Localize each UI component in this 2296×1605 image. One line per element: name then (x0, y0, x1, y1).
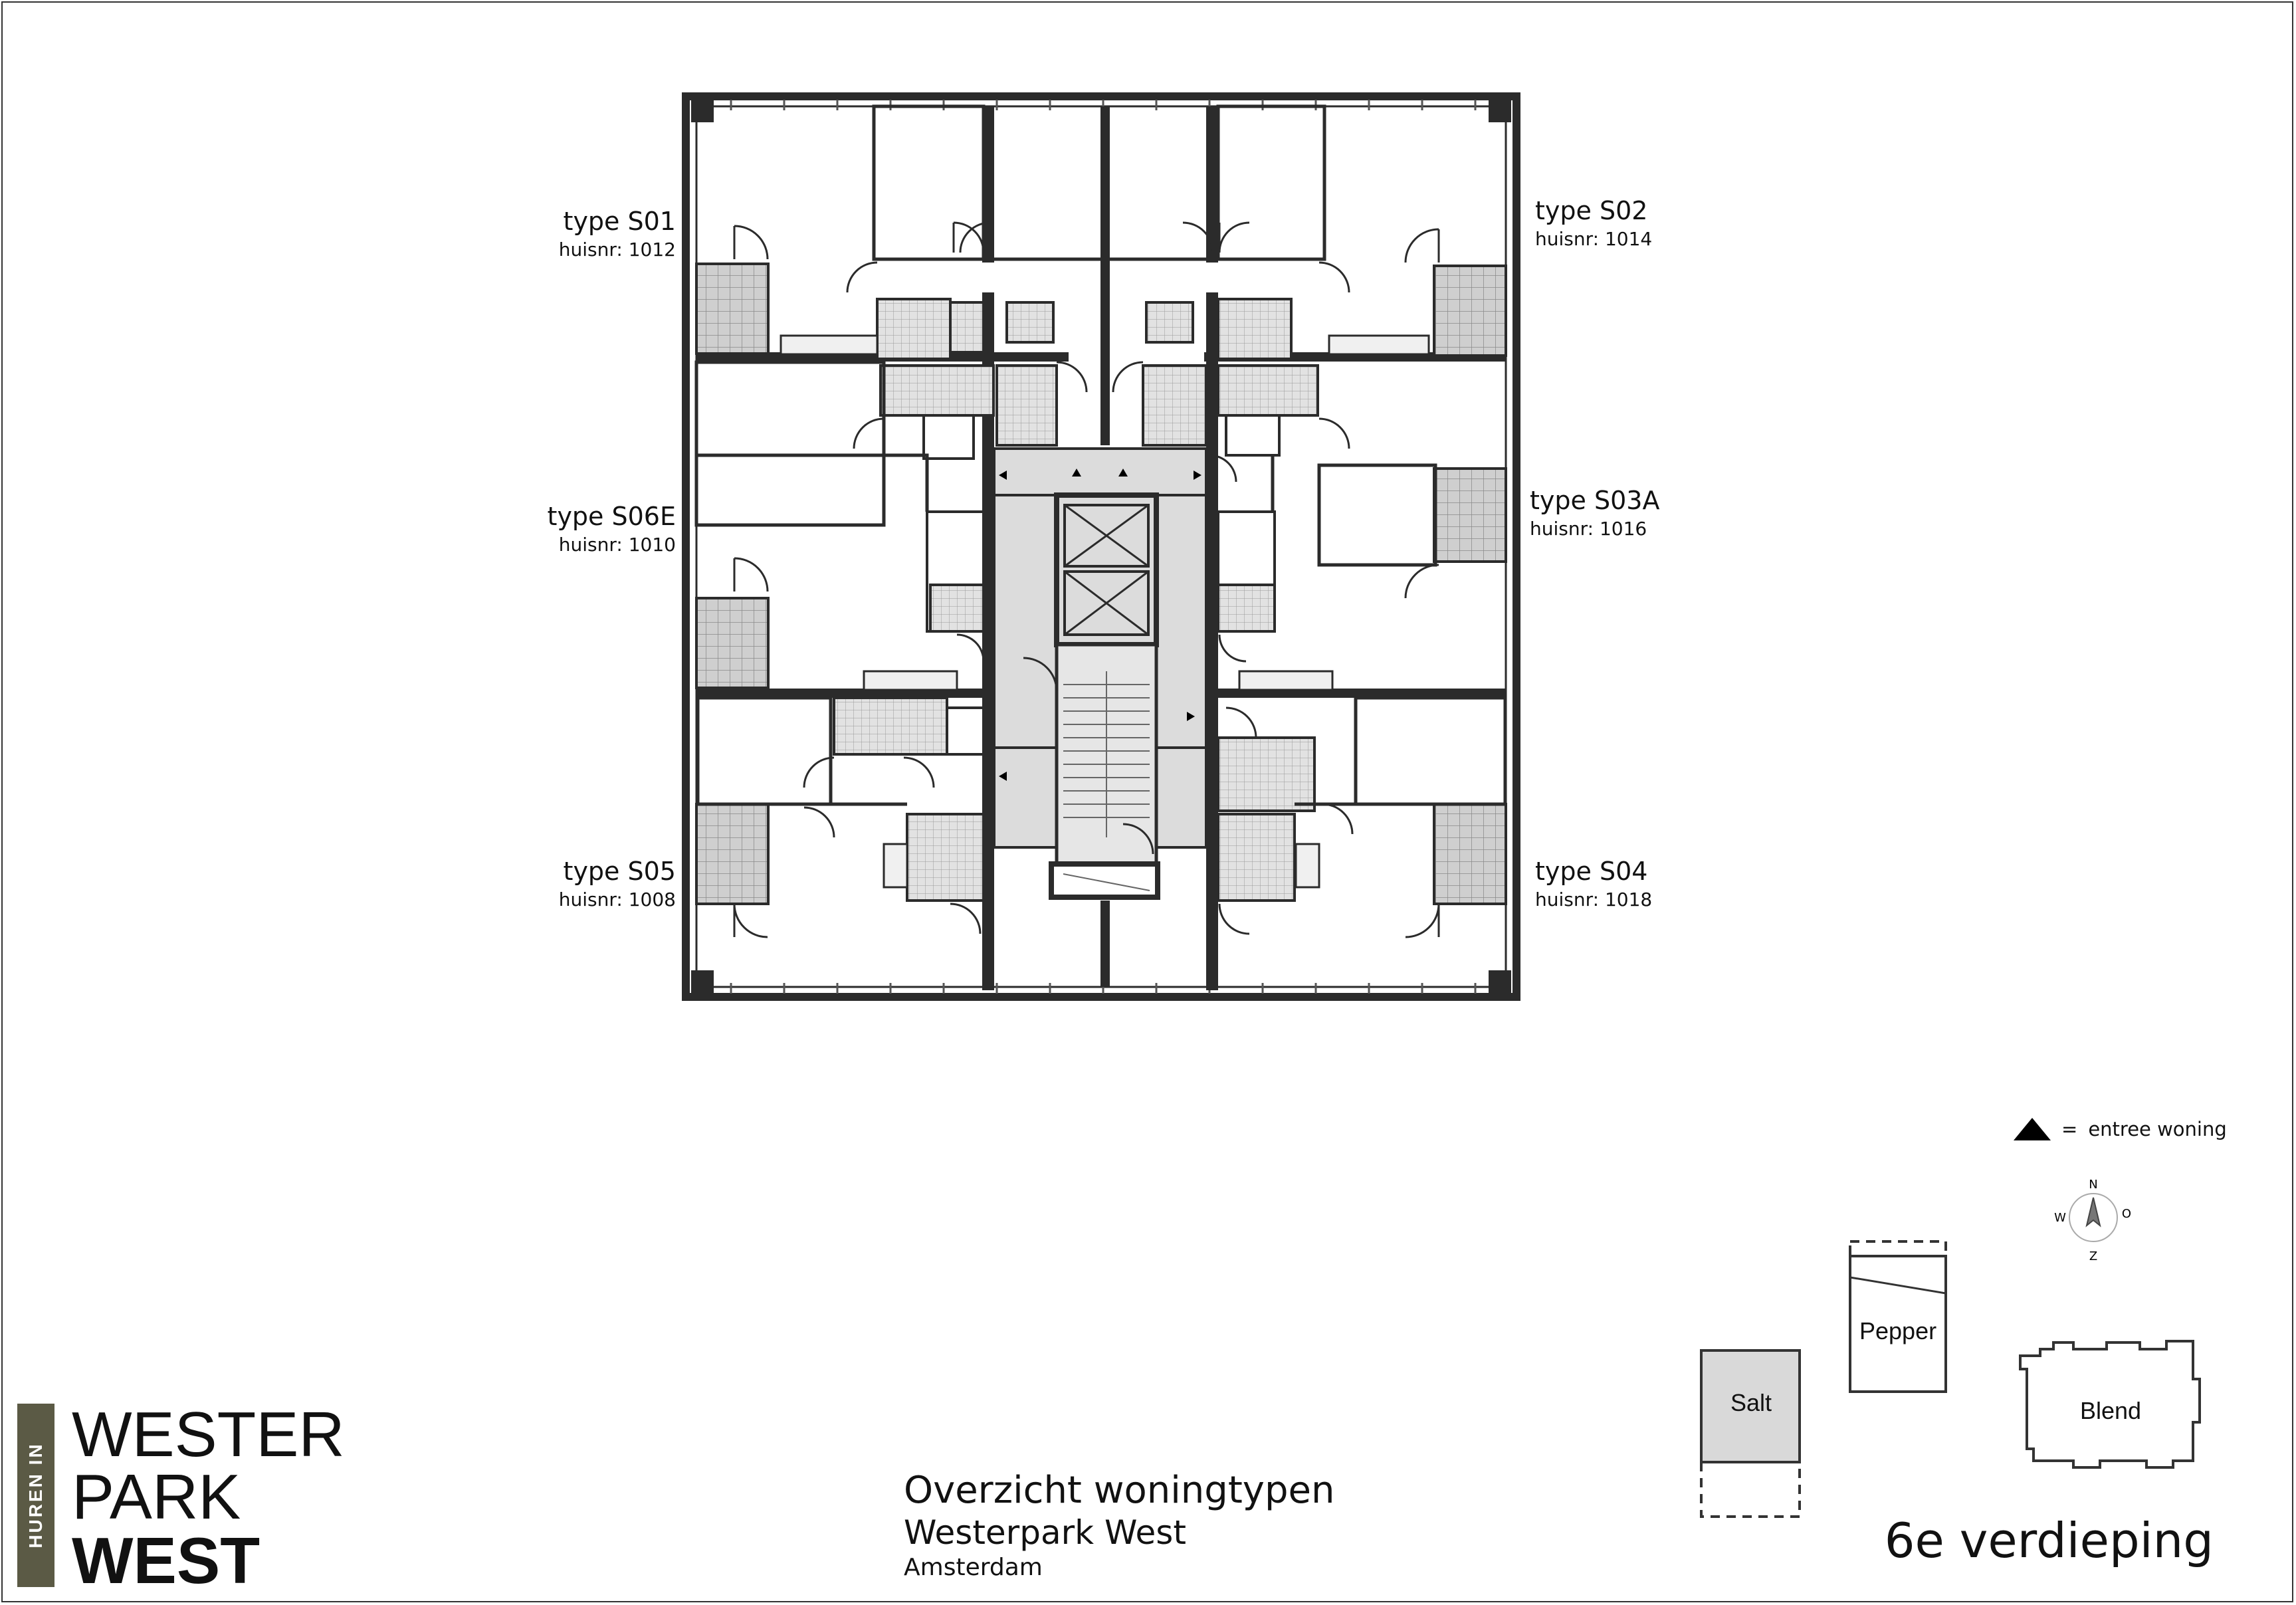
unit-type: type S03A (1530, 486, 1660, 515)
unit-type: type S04 (1535, 857, 1648, 886)
partitions (694, 104, 1507, 806)
unit-label-s05: type S05 huisnr: 1008 (559, 856, 676, 913)
caption-title: Overzicht woningtypen (904, 1469, 1335, 1512)
label-salt: Salt (1730, 1389, 1772, 1416)
compass-n: N (2089, 1178, 2097, 1192)
core (993, 447, 1207, 900)
legend-text: entree woning (2088, 1118, 2227, 1140)
unit-type: type S05 (563, 857, 676, 886)
unit-type: type S01 (563, 207, 676, 236)
unit-type: type S06E (547, 502, 676, 531)
logo-bar: HUREN IN (17, 1404, 54, 1587)
unit-huisnr: huisnr: 1008 (558, 889, 676, 910)
caption: Overzicht woningtypen Westerpark West Am… (904, 1469, 1334, 1583)
logo-line3: WEST (72, 1524, 261, 1597)
label-blend: Blend (2080, 1397, 2142, 1424)
unit-huisnr: huisnr: 1018 (1535, 889, 1653, 910)
compass-z: Z (2089, 1249, 2097, 1263)
unit-label-s06e: type S06E huisnr: 1010 (548, 501, 676, 558)
unit-label-s03a: type S03A huisnr: 1016 (1530, 485, 1659, 542)
caption-city: Amsterdam (904, 1554, 1043, 1581)
door-swings (733, 221, 1440, 938)
unit-huisnr: huisnr: 1010 (558, 534, 676, 556)
building-blend (2019, 1340, 2201, 1469)
logo-line2: PARK (72, 1461, 241, 1533)
unit-type: type S02 (1535, 196, 1648, 225)
logo-words: WESTER PARK WEST (72, 1399, 345, 1594)
logo-line1: WESTER (72, 1399, 345, 1470)
balconies (695, 263, 1507, 905)
unit-huisnr: huisnr: 1012 (558, 239, 676, 261)
compass-icon: N Z W O (2054, 1178, 2131, 1263)
building-pepper (1849, 1240, 1947, 1393)
unit-huisnr: huisnr: 1014 (1535, 228, 1653, 250)
legend-equals: = (2061, 1118, 2078, 1140)
label-pepper: Pepper (1859, 1317, 1937, 1344)
entry-markers (999, 469, 1201, 781)
building-salt (1700, 1349, 1801, 1518)
unit-label-s04: type S04 huisnr: 1018 (1535, 856, 1652, 913)
caption-project: Westerpark West (904, 1513, 1186, 1552)
logo-side-text: HUREN IN (25, 1442, 46, 1549)
floor-label: 6e verdieping (1884, 1513, 2214, 1568)
kitchens (780, 334, 1430, 889)
compass-w: W (2054, 1211, 2066, 1225)
entry-triangle-icon (2014, 1118, 2051, 1140)
compass-o: O (2122, 1207, 2131, 1221)
logo: HUREN IN WESTER PARK WEST (17, 1399, 345, 1594)
unit-label-s01: type S01 huisnr: 1012 (559, 206, 676, 263)
bathrooms (833, 298, 1319, 902)
unit-huisnr: huisnr: 1016 (1530, 518, 1647, 540)
unit-label-s02: type S02 huisnr: 1014 (1535, 195, 1652, 253)
legend: = entree woning (2014, 1118, 2227, 1140)
